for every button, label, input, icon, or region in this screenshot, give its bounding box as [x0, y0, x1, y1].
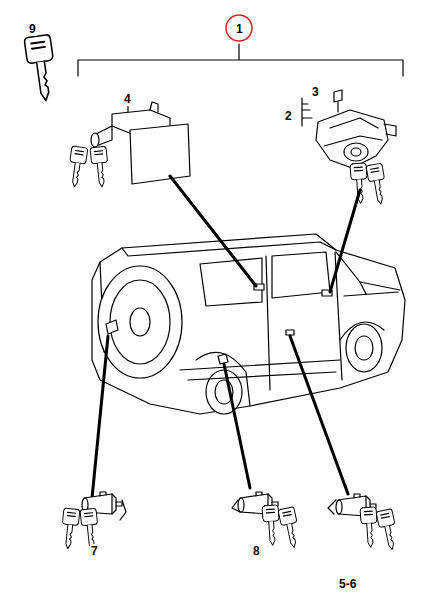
lock-cylinder-7 — [60, 492, 126, 550]
lock-assembly-4 — [66, 102, 190, 188]
vehicle-outline — [92, 234, 405, 414]
leader-lines — [92, 176, 360, 498]
group-bracket — [78, 44, 403, 76]
lock-cylinder-8 — [232, 492, 302, 549]
steering-lock-2 — [302, 90, 396, 205]
callout-number: 1 — [235, 22, 244, 36]
callout-number: 3 — [311, 85, 320, 99]
callout-number: 4 — [123, 92, 132, 106]
highlight-circle — [226, 15, 252, 41]
lock-cylinder-5-6 — [328, 494, 400, 551]
callout-number: 9 — [28, 22, 37, 36]
callout-number: 8 — [252, 544, 261, 558]
callout-number: 2 — [284, 109, 293, 123]
callout-number: 5-6 — [338, 577, 357, 591]
callout-number: 7 — [90, 544, 99, 558]
